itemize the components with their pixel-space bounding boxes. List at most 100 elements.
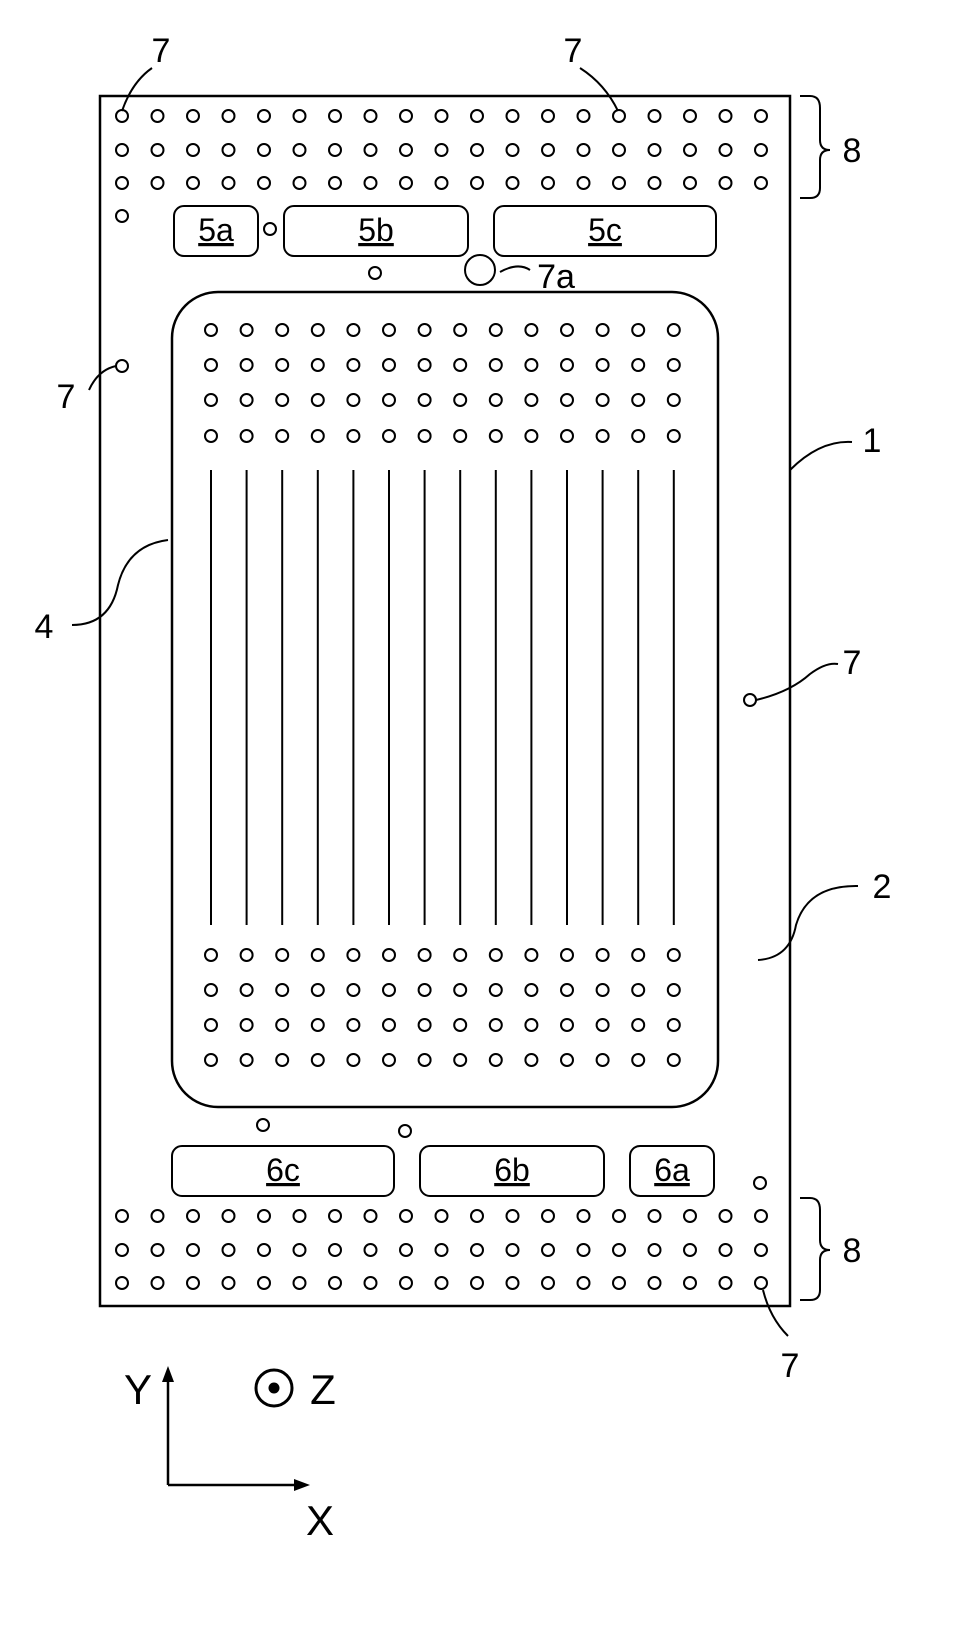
hole	[258, 144, 270, 156]
hole	[400, 1210, 412, 1222]
hole	[258, 110, 270, 122]
hole	[720, 110, 732, 122]
ref-8-bottom: 8	[843, 1232, 862, 1270]
hole	[542, 110, 554, 122]
bottom-hole-rows	[116, 1210, 767, 1289]
hole	[294, 1244, 306, 1256]
hole	[116, 1210, 128, 1222]
hole	[383, 324, 395, 336]
hole	[668, 324, 680, 336]
hole	[383, 1054, 395, 1066]
hole	[419, 430, 431, 442]
hole	[755, 1277, 767, 1289]
hole	[454, 359, 466, 371]
hole	[578, 1210, 590, 1222]
hole	[241, 1019, 253, 1031]
hole	[668, 984, 680, 996]
hole	[507, 144, 519, 156]
hole	[632, 324, 644, 336]
hole	[720, 177, 732, 189]
ref-4: 4	[35, 608, 54, 646]
hole	[755, 177, 767, 189]
hole	[187, 144, 199, 156]
hole	[597, 430, 609, 442]
hole	[365, 110, 377, 122]
hole	[312, 359, 324, 371]
hole	[649, 1277, 661, 1289]
active-area-holes	[205, 324, 680, 1066]
hole	[241, 984, 253, 996]
hole	[632, 394, 644, 406]
hole	[383, 394, 395, 406]
hole	[471, 1210, 483, 1222]
hole	[720, 1244, 732, 1256]
hole	[329, 1244, 341, 1256]
hole	[649, 110, 661, 122]
hole	[276, 359, 288, 371]
hole	[720, 144, 732, 156]
port-5c-label: 5c	[588, 212, 622, 248]
hole	[294, 144, 306, 156]
hole	[223, 177, 235, 189]
hole	[578, 1244, 590, 1256]
hole	[187, 1277, 199, 1289]
hole	[329, 110, 341, 122]
hole	[578, 177, 590, 189]
hole	[613, 110, 625, 122]
hole	[613, 1277, 625, 1289]
hole	[116, 1277, 128, 1289]
hole	[542, 1244, 554, 1256]
hole	[312, 1054, 324, 1066]
hole	[436, 1210, 448, 1222]
hole	[223, 1244, 235, 1256]
hole	[454, 394, 466, 406]
hole	[312, 394, 324, 406]
hole	[632, 359, 644, 371]
hole	[436, 177, 448, 189]
hole	[187, 1210, 199, 1222]
hole	[419, 984, 431, 996]
hole	[632, 1054, 644, 1066]
hole	[561, 430, 573, 442]
hole	[668, 430, 680, 442]
hole	[294, 1277, 306, 1289]
hole	[400, 110, 412, 122]
hole	[542, 177, 554, 189]
hole	[152, 177, 164, 189]
hole	[276, 324, 288, 336]
hole	[312, 984, 324, 996]
hole	[668, 359, 680, 371]
hole	[365, 1210, 377, 1222]
hole	[365, 1277, 377, 1289]
hole	[632, 430, 644, 442]
hole	[632, 1019, 644, 1031]
hole	[347, 1019, 359, 1031]
hole	[561, 359, 573, 371]
hole	[365, 1244, 377, 1256]
hole	[294, 110, 306, 122]
hole	[684, 1277, 696, 1289]
hole	[561, 984, 573, 996]
hole	[347, 324, 359, 336]
hole	[471, 177, 483, 189]
hole	[542, 144, 554, 156]
plate-outline	[100, 96, 790, 1306]
hole	[454, 324, 466, 336]
hole	[632, 984, 644, 996]
hole	[241, 949, 253, 961]
ref-7-top-left: 7	[152, 32, 171, 70]
hole	[400, 1277, 412, 1289]
hole	[152, 144, 164, 156]
hole	[205, 324, 217, 336]
hole	[613, 177, 625, 189]
hole	[294, 177, 306, 189]
hole	[383, 1019, 395, 1031]
hole	[276, 949, 288, 961]
hole	[294, 1210, 306, 1222]
hole	[755, 1244, 767, 1256]
hole	[649, 177, 661, 189]
top-hole-rows	[116, 110, 767, 189]
hole	[241, 430, 253, 442]
hole	[276, 394, 288, 406]
hole	[454, 1054, 466, 1066]
